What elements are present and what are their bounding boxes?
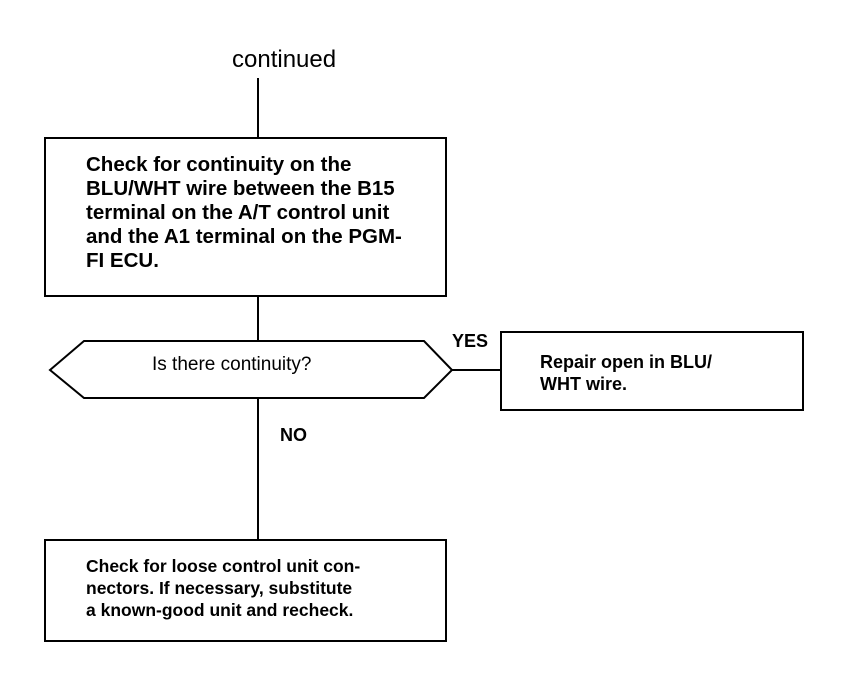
continued-label: continued [232, 46, 337, 73]
step1-line: FI ECU. [86, 249, 159, 272]
check-continuity-box: Check for continuity on the BLU/WHT wire… [44, 137, 447, 297]
yes-action-line: Repair open in BLU/ [540, 352, 713, 372]
check-connectors-box: Check for loose control unit con- nector… [44, 539, 447, 642]
step1-line: and the A1 terminal on the PGM- [86, 225, 402, 248]
no-action-line: nectors. If necessary, substitute [86, 578, 353, 598]
no-action-line: Check for loose control unit con- [86, 556, 361, 576]
no-label: NO [280, 425, 307, 445]
repair-wire-box: Repair open in BLU/ WHT wire. [500, 331, 804, 411]
yes-action-line: WHT wire. [540, 374, 628, 394]
step1-line: BLU/WHT wire between the B15 [86, 177, 395, 200]
yes-label: YES [452, 331, 489, 351]
decision-question: Is there continuity? [152, 354, 312, 375]
step1-line: terminal on the A/T control unit [86, 201, 390, 224]
step1-line: Check for continuity on the [86, 153, 352, 176]
no-action-line: a known-good unit and recheck. [86, 600, 354, 620]
